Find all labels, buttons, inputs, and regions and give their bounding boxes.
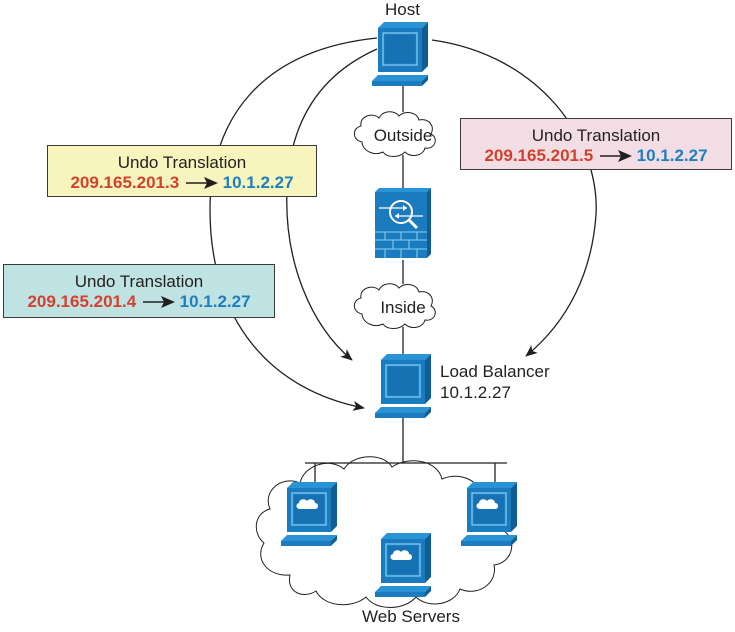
source-ip: 209.165.201.4 [27,292,137,311]
arrow-right-icon [599,150,632,162]
translation-box-201-3: Undo Translation 209.165.201.3 10.1.2.27 [47,145,317,197]
translation-box-201-5: Undo Translation 209.165.201.5 10.1.2.27 [460,118,732,170]
inside-cloud [353,283,436,329]
translation-title: Undo Translation [74,272,204,291]
arrow-right-icon [142,296,175,308]
inside-label: Inside [380,298,426,317]
translation-mapping: 209.165.201.4 10.1.2.27 [4,292,274,312]
translation-mapping: 209.165.201.3 10.1.2.27 [48,173,316,193]
translation-mapping: 209.165.201.5 10.1.2.27 [461,146,731,166]
outside-cloud [353,111,436,157]
host-computer-icon [371,21,429,87]
target-ip: 10.1.2.27 [222,173,294,192]
translation-box-201-4: Undo Translation 209.165.201.4 10.1.2.27 [3,264,275,318]
arrow-path-201-5 [431,39,597,357]
load-balancer-ip: 10.1.2.27 [440,383,511,402]
web-servers-cloud [255,456,513,608]
security-appliance-icon [375,188,431,258]
web-server-icon-right [460,481,518,547]
arrow-right-icon [185,177,218,189]
host-label: Host [385,0,420,19]
translation-title: Undo Translation [531,126,661,145]
source-ip: 209.165.201.5 [484,146,594,165]
web-server-icon-center [374,532,432,598]
target-ip: 10.1.2.27 [636,146,708,165]
arrow-path-201-4 [209,37,378,411]
outside-label: Outside [373,126,433,145]
web-server-icon-left [280,481,338,547]
source-ip: 209.165.201.3 [70,173,180,192]
translation-title: Undo Translation [117,153,247,172]
load-balancer-label: Load Balancer [440,362,550,381]
target-ip: 10.1.2.27 [179,292,251,311]
load-balancer-icon [374,353,432,419]
web-servers-label: Web Servers [362,607,460,626]
